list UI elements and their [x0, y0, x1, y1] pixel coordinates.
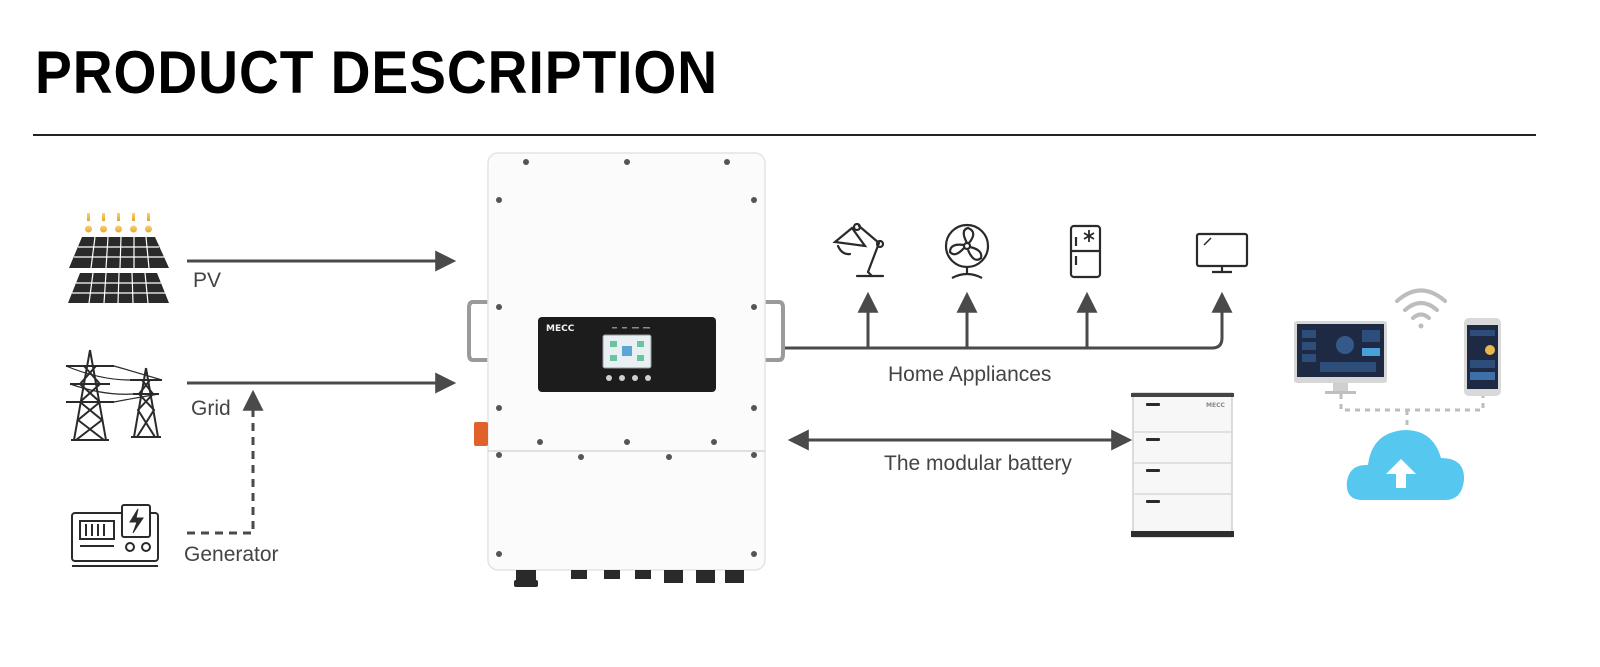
grid-label: Grid [191, 397, 231, 420]
inverter-connectors [514, 570, 744, 587]
pv-label: PV [193, 269, 222, 292]
inverter-brand: MECC [546, 324, 575, 334]
generator-arrow [187, 389, 264, 535]
lcd-buttons [606, 375, 651, 381]
monitor-icon [1195, 232, 1249, 274]
modular-battery: MECC [1131, 392, 1234, 538]
cloud-link-lines [1339, 394, 1485, 428]
hybrid-inverter: MECC [467, 152, 785, 587]
cloud-upload-icon [1346, 430, 1465, 500]
desk-lamp-icon [832, 222, 885, 278]
solar-panel-icon [68, 213, 169, 304]
smartphone-icon [1464, 318, 1501, 396]
generator-label: Generator [184, 543, 279, 566]
battery-label: The modular battery [884, 452, 1072, 475]
fan-icon [944, 223, 990, 279]
generator-icon [71, 504, 159, 567]
home-appliances-label: Home Appliances [888, 363, 1052, 386]
title-divider [33, 134, 1536, 136]
desktop-computer-icon [1294, 321, 1387, 394]
wifi-icon [1395, 288, 1447, 329]
battery-brand: MECC [1206, 402, 1225, 409]
refrigerator-icon [1069, 224, 1102, 279]
transmission-tower-icon [65, 349, 163, 441]
page-title: PRODUCT DESCRIPTION [35, 39, 718, 106]
appliances-bus [785, 291, 1233, 350]
